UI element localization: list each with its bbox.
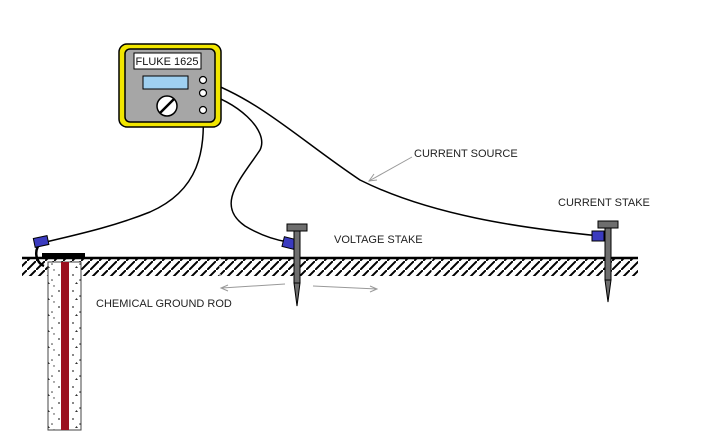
current-source-pointer xyxy=(367,156,413,182)
ground-surface xyxy=(22,256,638,276)
meter-model-label-box xyxy=(133,52,202,70)
current-source-label: CURRENT SOURCE xyxy=(414,148,518,160)
ground-rod-clip xyxy=(32,235,50,248)
current-stake-label: CURRENT STAKE xyxy=(558,197,650,209)
chemical-ground-rod xyxy=(42,253,85,431)
ground-rod-lead xyxy=(41,109,205,244)
voltage-lead xyxy=(202,92,289,243)
current-stake-clip xyxy=(591,230,605,242)
voltage-stake xyxy=(286,223,308,307)
current-lead xyxy=(202,79,601,237)
fluke-meter: FLUKE 1625 xyxy=(118,43,222,128)
meter-display xyxy=(142,75,189,90)
voltage-terminal xyxy=(198,88,208,98)
rotary-dial xyxy=(156,95,178,117)
voltage-stake-label: VOLTAGE STAKE xyxy=(334,234,423,246)
voltage-stake-move-arrows xyxy=(219,283,379,293)
ground-terminal xyxy=(198,105,208,115)
ground-rod-label: CHEMICAL GROUND ROD xyxy=(96,298,232,310)
current-stake xyxy=(597,220,619,303)
test-leads xyxy=(35,79,601,268)
current-terminal xyxy=(198,75,208,85)
meter-model-label: FLUKE 1625 xyxy=(136,56,199,68)
